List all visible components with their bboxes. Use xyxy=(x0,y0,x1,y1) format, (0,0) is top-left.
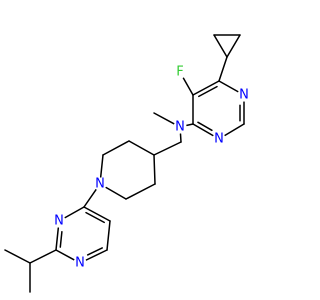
bond-p3-p2 xyxy=(102,140,130,156)
bond-q2-qn3 xyxy=(55,227,60,251)
bond-q6-qn1 xyxy=(85,249,108,261)
atom-label-n: N xyxy=(175,120,185,135)
bond-c6-c5-second-line xyxy=(198,85,218,98)
bond-cp3-cp1 xyxy=(213,34,228,58)
atom-label-background xyxy=(93,177,107,191)
bond-c4-namine xyxy=(186,123,194,127)
bond-cp2-cp3 xyxy=(226,34,241,58)
bond-c4-n3 xyxy=(192,123,214,137)
bond-cp3-c6 xyxy=(218,56,228,82)
atom-label-background xyxy=(173,65,187,79)
atom-label-background xyxy=(237,88,251,102)
bond-ch2-p4 xyxy=(153,141,182,156)
bond-q4-q5-second-line xyxy=(85,211,105,224)
bond-n1-c6 xyxy=(218,80,239,93)
bond-q4-q5 xyxy=(83,206,111,222)
atom-label-background xyxy=(212,132,226,146)
atom-label-n: N xyxy=(214,132,224,147)
bond-q5-q6 xyxy=(106,220,111,251)
bond-np-q4 xyxy=(83,188,97,208)
bond-c6-c5 xyxy=(192,80,220,96)
atom-label-background xyxy=(73,256,87,270)
atom-label-n: N xyxy=(54,214,64,229)
atom-label-n: N xyxy=(75,256,85,271)
molecule-structure-diagram: F N N N N N N xyxy=(4,34,251,293)
atom-label-f: F xyxy=(176,65,183,80)
bond-namine-me xyxy=(153,112,175,125)
bond-q6-qn1-second-line xyxy=(86,247,103,256)
atom-label-background xyxy=(173,120,187,134)
bond-c4-n3-second-line xyxy=(197,121,213,132)
atom-label-n: N xyxy=(95,177,105,192)
bond-p6-p5 xyxy=(125,183,156,200)
bond-c5-f1 xyxy=(182,77,194,96)
bond-q2-qn3-second-line xyxy=(59,230,63,248)
bond-ipr-ipb xyxy=(4,249,31,264)
atom-label-n: N xyxy=(239,88,249,103)
atom-label-layer: F N N N N N N xyxy=(52,65,251,271)
bond-p4-p3 xyxy=(128,140,155,156)
bond-layer xyxy=(4,34,245,293)
bond-namine-ch2 xyxy=(179,133,182,143)
bond-qn1-q2 xyxy=(55,249,75,261)
bond-n3-c2 xyxy=(224,123,245,137)
bond-p5-p4 xyxy=(153,154,156,185)
bond-p2-np xyxy=(99,154,104,178)
atom-label-background xyxy=(52,214,66,228)
bond-q2-ipr xyxy=(29,249,57,264)
molecule-svg: F N N N N N N xyxy=(4,34,251,293)
bond-qn3-q4 xyxy=(64,206,85,219)
bond-np-p6 xyxy=(105,186,127,200)
